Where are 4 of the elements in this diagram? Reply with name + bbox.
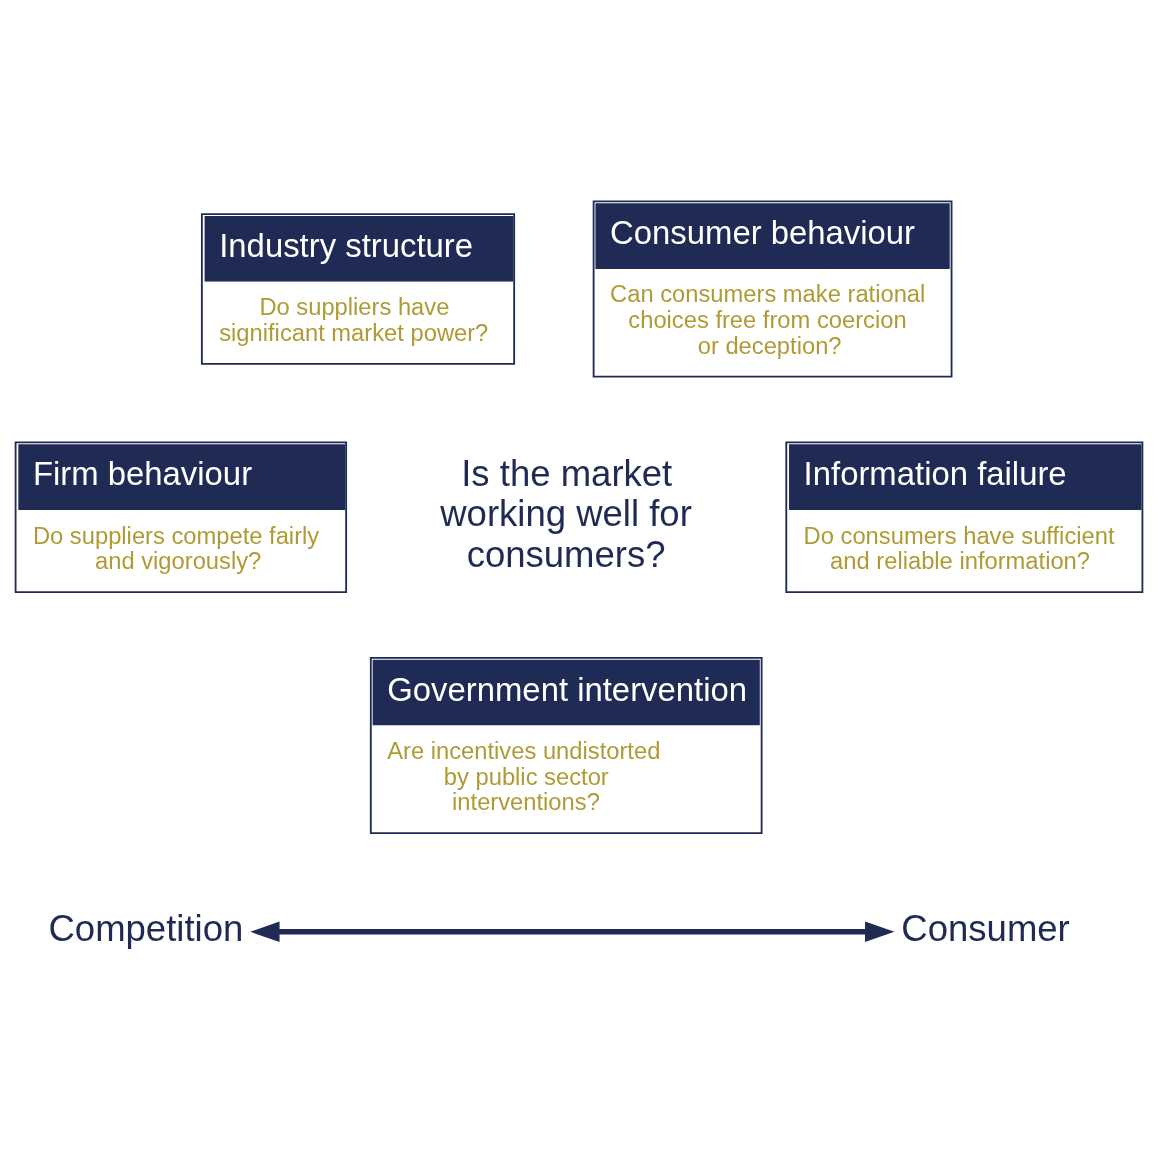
node-text: Competition	[48, 907, 244, 949]
node-text: Is the market working well for consumers?	[440, 453, 692, 575]
node-text: Consumer	[901, 907, 1070, 949]
arrow	[250, 921, 895, 943]
